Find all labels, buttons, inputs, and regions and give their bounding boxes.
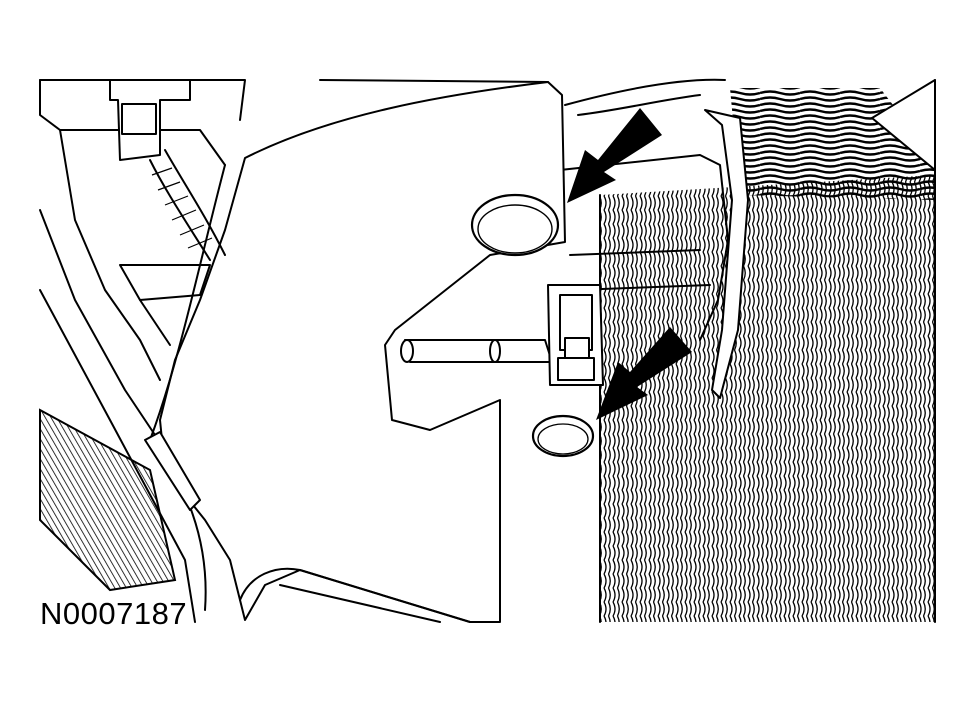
left-structure bbox=[39, 79, 246, 623]
arrow-pointer-icon bbox=[567, 108, 662, 203]
coolant-hose bbox=[400, 339, 553, 363]
lower-lip bbox=[239, 567, 471, 623]
grille-slats bbox=[39, 408, 177, 592]
arrow-pointer-icon bbox=[596, 327, 692, 420]
figure-id-label: N0007187 bbox=[40, 596, 188, 631]
fan-shroud-panel bbox=[159, 78, 726, 623]
electrical-connector bbox=[109, 79, 226, 261]
wire-harness bbox=[144, 164, 226, 611]
mounting-clip bbox=[547, 284, 604, 386]
upper-mounting-hole bbox=[470, 193, 560, 257]
lower-mounting-hole bbox=[531, 414, 595, 458]
